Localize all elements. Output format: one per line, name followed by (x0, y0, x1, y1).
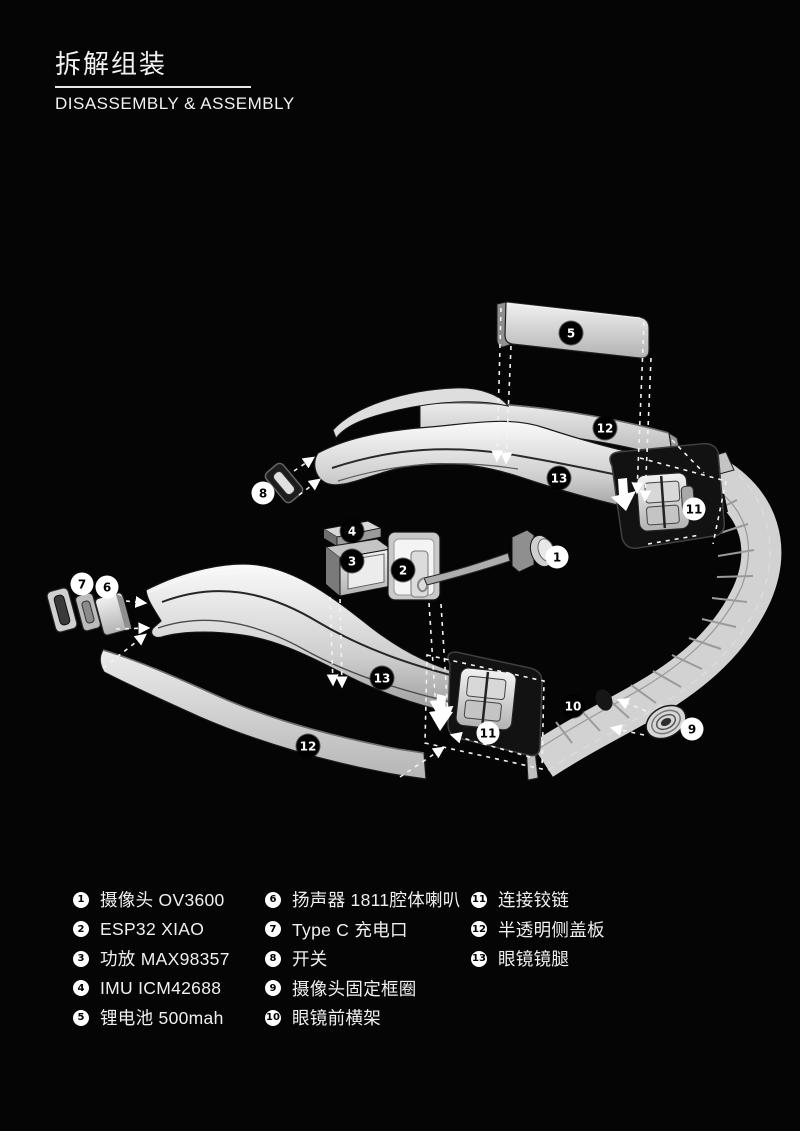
legend-item-3: 3 功放 MAX98357 (73, 944, 265, 974)
title-underline (55, 85, 251, 88)
assembly-guides (102, 307, 727, 778)
legend-label: 眼镜前横架 (292, 1008, 381, 1029)
hinge-bottom-part (429, 651, 543, 757)
legend-marker: 12 (471, 921, 487, 938)
legend-marker: 6 (265, 891, 281, 908)
header: 拆解组装 DISASSEMBLY & ASSEMBLY (55, 50, 295, 114)
legend-marker: 4 (73, 980, 89, 997)
legend-label: 半透明侧盖板 (498, 919, 605, 940)
legend-item-1: 1 摄像头 OV3600 (73, 885, 265, 915)
legend-marker: 2 (73, 921, 89, 938)
amp-board-part (324, 538, 393, 597)
legend-column: 6 扬声器 1811腔体喇叭 7 Type C 充电口 8 开关 9 摄像头固定框圈 10 眼镜前… (265, 885, 471, 1033)
legend-label: 功放 MAX98357 (100, 949, 230, 970)
legend-item-11: 11 连接铰链 (471, 885, 605, 915)
legend-marker: 3 (73, 950, 89, 967)
legend-label: 锂电池 500mah (100, 1008, 224, 1029)
legend-label: 摄像头 OV3600 (100, 890, 225, 911)
legend-item-5: 5 锂电池 500mah (73, 1003, 265, 1033)
legend-marker: 10 (265, 1009, 281, 1026)
page-title: 拆解组装 (55, 49, 168, 79)
legend-item-9: 9 摄像头固定框圈 (265, 974, 471, 1004)
assembly-arrow (611, 478, 636, 511)
legend-marker: 11 (471, 891, 487, 908)
typec-part (46, 587, 78, 633)
legend-label: 连接铰链 (498, 890, 570, 911)
page-subtitle: DISASSEMBLY & ASSEMBLY (55, 93, 295, 113)
battery-part (496, 301, 650, 359)
legend-marker: 8 (265, 950, 281, 967)
switch-part (264, 462, 304, 504)
legend-item-6: 6 扬声器 1811腔体喇叭 (265, 885, 471, 915)
legend-item-4: 4 IMU ICM42688 (73, 974, 265, 1004)
legend-label: IMU ICM42688 (100, 977, 222, 998)
legend-label: 眼镜镜腿 (498, 949, 570, 970)
legend-label: 摄像头固定框圈 (292, 978, 417, 999)
legend-marker: 1 (73, 891, 89, 908)
camera-part (416, 529, 555, 593)
legend-marker: 5 (73, 1009, 89, 1026)
legend-label: 扬声器 1811腔体喇叭 (292, 890, 461, 911)
legend-marker: 13 (471, 950, 487, 967)
camera-hole (595, 689, 613, 711)
legend-label: ESP32 XIAO (100, 918, 205, 939)
legend-marker: 9 (265, 980, 281, 997)
assembly-arrow (429, 694, 453, 731)
parts-legend: 1 摄像头 OV3600 2 ESP32 XIAO 3 功放 MAX98357 4 IMU I… (73, 885, 605, 1033)
legend-column: 1 摄像头 OV3600 2 ESP32 XIAO 3 功放 MAX98357 4 IMU I… (73, 885, 265, 1033)
hinge-top-part (609, 442, 726, 550)
legend-item-13: 13 眼镜镜腿 (471, 944, 605, 974)
legend-item-8: 8 开关 (265, 944, 471, 974)
legend-item-10: 10 眼镜前横架 (265, 1003, 471, 1033)
legend-label: 开关 (292, 949, 328, 970)
esp32-board-part (387, 531, 441, 601)
legend-item-7: 7 Type C 充电口 (265, 915, 471, 945)
legend-label: Type C 充电口 (292, 919, 408, 940)
legend-column: 11 连接铰链 12 半透明侧盖板 13 眼镜镜腿 (471, 885, 605, 1033)
legend-item-12: 12 半透明侧盖板 (471, 915, 605, 945)
legend-item-2: 2 ESP32 XIAO (73, 915, 265, 945)
camera-ring-part (645, 704, 687, 740)
legend-marker: 7 (265, 921, 281, 938)
side-cover-bottom-part (99, 649, 427, 780)
